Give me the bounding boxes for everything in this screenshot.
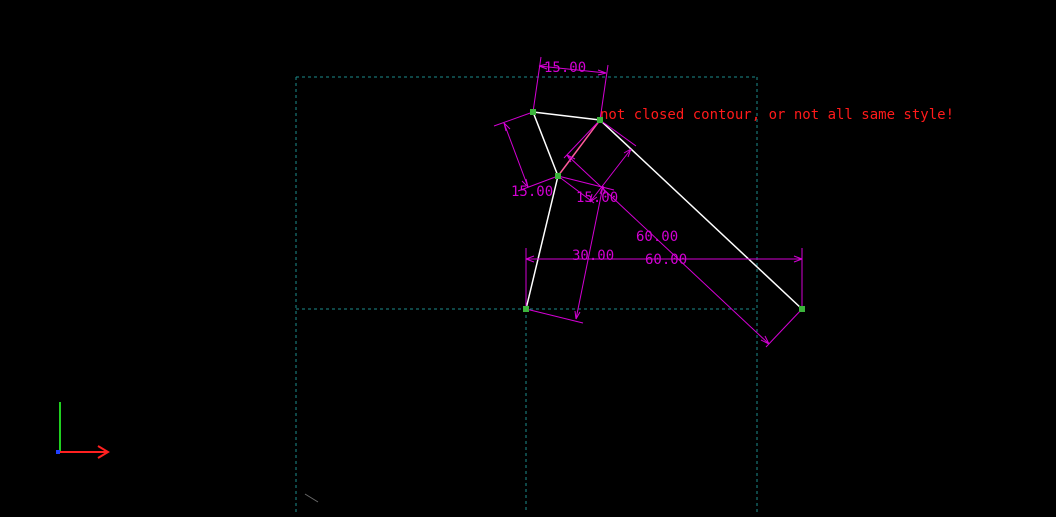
dimension-label-lower-edge[interactable]: 30.00: [572, 248, 614, 264]
sketch-point[interactable]: [597, 117, 603, 123]
dimension-label-mid-edge[interactable]: 15.00: [576, 190, 618, 206]
dimension-label-left-edge[interactable]: 15.00: [511, 184, 553, 200]
sketch-points[interactable]: [523, 109, 805, 312]
sketch-point[interactable]: [799, 306, 805, 312]
dimension-label-base-width[interactable]: 60.00: [645, 252, 687, 268]
sketch-line-left[interactable]: [532, 111, 559, 177]
dimension-label-diagonal[interactable]: 60.00: [636, 229, 678, 245]
contour-warning-text: not closed contour, or not all same styl…: [600, 107, 954, 123]
axis-indicator: [56, 402, 110, 459]
sketch-line-diagonal[interactable]: [599, 119, 803, 310]
sketch-geometry[interactable]: [525, 111, 803, 310]
sketch-point[interactable]: [523, 306, 529, 312]
sketch-line-top[interactable]: [532, 111, 601, 121]
construction-lines: [295, 76, 758, 512]
x-axis-arrow-icon: [97, 445, 110, 459]
construction-line-stub: [304, 493, 319, 503]
sketch-line-lower[interactable]: [525, 175, 559, 310]
dimension-label-top-width[interactable]: 15.00: [544, 60, 586, 76]
dimension-lines: [493, 56, 803, 348]
sketch-point[interactable]: [555, 173, 561, 179]
dimension-labels: 15.00 15.00 15.00 30.00 60.00 60.00: [511, 60, 687, 268]
sketch-point[interactable]: [530, 109, 536, 115]
axis-origin-icon: [56, 450, 60, 454]
sketch-line-mid[interactable]: [557, 119, 601, 177]
